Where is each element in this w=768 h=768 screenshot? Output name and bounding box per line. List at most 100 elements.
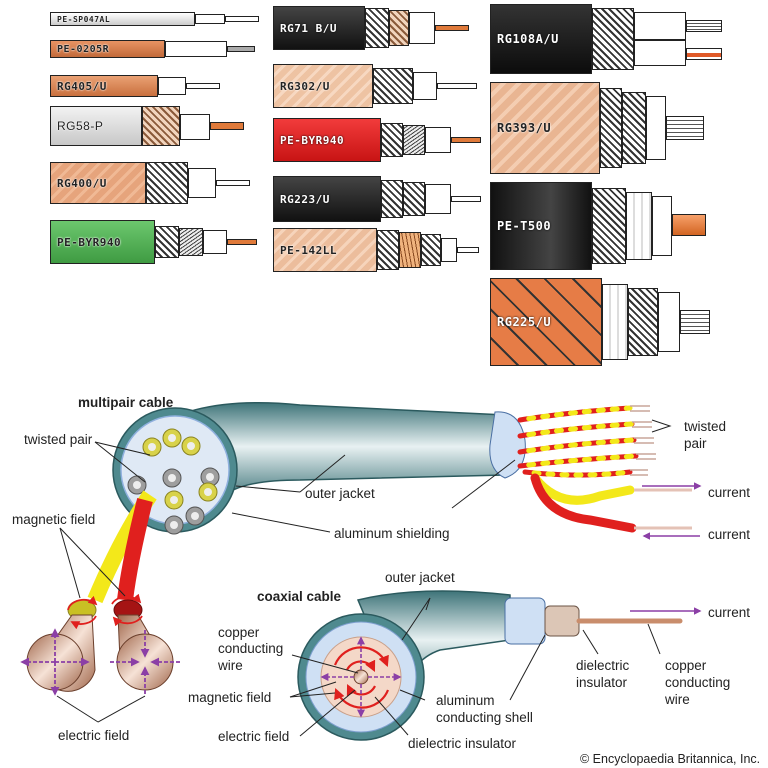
cable-dielectric [646,96,666,160]
cable-pe-0205r: PE-0205R [50,40,255,58]
cable-label: PE-SP047AL [57,14,111,24]
cable-jacket: PE-SP047AL [50,12,195,26]
cable-core [225,16,259,22]
cable-braid-inner [421,234,441,266]
label-aluminum-shell-1: aluminum [436,693,495,708]
cable-jacket: RG302/U [273,64,373,108]
cable-dielectric [203,230,227,254]
cable-core [216,180,250,186]
label-copper-wire-right-1: copper [665,658,707,673]
cable-core [227,46,255,52]
cable-core [210,122,244,130]
label-electric-field-multipair: electric field [58,728,130,743]
cable-braid [381,180,403,218]
coax-dielectric [544,605,580,637]
cable-braid-inner [622,92,646,164]
cable-jacket: PE-0205R [50,40,165,58]
cable-braid-inner [179,228,203,256]
label-copper-wire-right-2: conducting [665,675,731,690]
cable-label: PE-T500 [497,219,552,233]
cable-pe-sp047al: PE-SP047AL [50,12,259,26]
multipair-cable [20,402,702,723]
cable-jacket: RG225/U [490,278,602,366]
coax-magnetic-field [333,646,390,709]
cable-core [437,83,477,89]
label-magnetic-field-multipair: magnetic field [12,512,96,527]
cable-dielectric [413,72,437,100]
cable-rg58-p: RG58-P [50,106,250,146]
cable-dielectric [158,77,186,95]
inner-conductors [127,428,220,535]
cable-dielectric [409,12,435,44]
cable-braid [365,8,389,48]
cable-core [451,137,481,143]
cable-label: RG405/U [57,79,107,93]
cable-dielectric [180,114,210,140]
multipair-title: multipair cable [78,395,174,410]
cable-rg223u: RG223/U [273,176,481,222]
cable-braid [592,8,634,70]
cable-dielectric [441,238,457,262]
cable-pe-byr940-green: PE-BYR940 [50,220,257,264]
cable-foil [602,284,628,360]
cable-foil [626,192,652,260]
cable-braid-inner [389,10,409,46]
electric-field-conductors [20,593,180,696]
coaxial-cable [289,590,702,741]
label-twisted-pair-left: twisted pair [24,432,93,447]
cable-rg393u: RG393/U [490,82,740,174]
cable-core [227,239,257,245]
cable-core [680,310,710,334]
cable-dielectric [425,184,451,214]
cable-dielectric-b [634,40,686,66]
cable-label: RG58-P [57,119,104,133]
twisted-pair-bracket [651,419,672,433]
cable-label: RG400/U [57,176,107,190]
cable-label: RG393/U [497,121,552,135]
cable-jacket: PE-BYR940 [50,220,155,264]
cable-core [666,116,704,140]
cable-dielectric [652,196,672,256]
cable-label: PE-0205R [57,43,110,55]
cable-label: RG302/U [280,79,330,93]
cable-dielectric-a [634,12,686,40]
cable-pe-t500: PE-T500 [490,182,740,270]
label-copper-wire-left-1: copper [218,625,260,640]
cable-braid [373,68,413,104]
label-twisted-pair-right-2: pair [684,436,707,451]
cable-core-a [686,20,722,32]
coax-electric-field [320,636,402,718]
label-dielectric-insulator-right-2: insulator [576,675,628,690]
cable-jacket: PE-142LL [273,228,377,272]
cable-rg400u: RG400/U [50,162,250,204]
cable-label: RG71 B/U [280,21,337,35]
cable-jacket: RG58-P [50,106,142,146]
cable-label: PE-142LL [280,243,337,257]
cable-braid-inner [403,125,425,155]
cable-dielectric [195,14,225,24]
label-outer-jacket-coax: outer jacket [385,570,455,585]
cable-braid [377,230,399,270]
coaxial-title: coaxial cable [257,589,342,604]
cable-jacket: RG400/U [50,162,146,204]
cable-dielectric [188,168,216,198]
label-current-coax: current [708,605,751,620]
cable-rg108au: RG108A/U [490,4,740,74]
label-dielectric-insulator-right-1: dielectric [576,658,630,673]
cable-braid-inner [403,182,425,216]
pair-red-wire [117,498,153,601]
cable-label: RG108A/U [497,32,559,46]
coax-leader-lines [289,597,661,737]
cable-rg225u: RG225/U [490,278,740,366]
label-copper-wire-right-3: wire [665,692,690,707]
cable-rg302u: RG302/U [273,64,477,108]
label-outer-jacket-multipair: outer jacket [305,486,375,501]
label-current-2: current [708,527,751,542]
cable-jacket: RG108A/U [490,4,592,74]
cable-label: RG225/U [497,315,552,329]
cable-label: RG223/U [280,192,330,206]
cable-braid [381,123,403,157]
cable-jacket: RG71 B/U [273,6,365,50]
cable-jacket: RG393/U [490,82,600,174]
